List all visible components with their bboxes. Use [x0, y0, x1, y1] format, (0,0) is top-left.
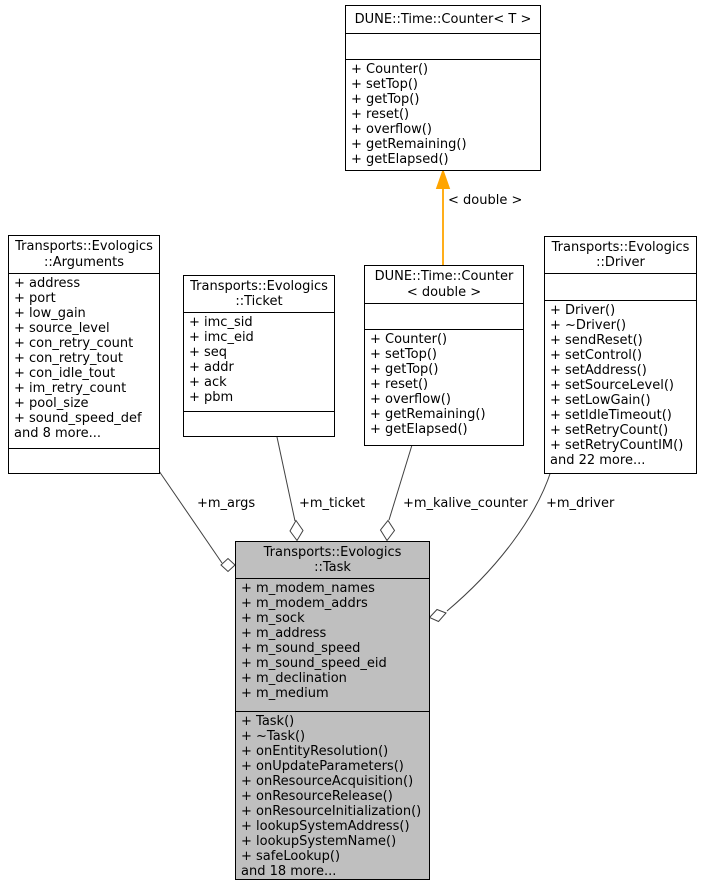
member-line: + setIdleTimeout() — [550, 408, 672, 423]
member-line: + con_retry_count — [14, 336, 134, 351]
member-line: + setAddress() — [550, 363, 647, 378]
member-line: + m_modem_addrs — [241, 596, 368, 611]
member-line: + getElapsed() — [351, 152, 449, 167]
member-line: + seq — [189, 345, 228, 360]
member-line: + Counter() — [351, 62, 429, 77]
member-line: and 22 more... — [550, 453, 646, 468]
member-line: + setRetryCount() — [550, 423, 669, 438]
member-line: + setLowGain() — [550, 393, 651, 408]
member-line: + lookupSystemAddress() — [241, 819, 410, 834]
class-box-counter-t[interactable]: DUNE::Time::Counter< T > + Counter()+ se… — [345, 5, 541, 171]
member-line: + getTop() — [370, 362, 439, 377]
template-arrowhead-icon — [435, 168, 451, 189]
member-line: + onResourceInitialization() — [241, 804, 422, 819]
member-line: + setControl() — [550, 348, 643, 363]
member-line: + reset() — [351, 107, 410, 122]
class-title-arguments: Transports::Evologics ::Arguments — [9, 236, 159, 274]
member-line: + m_medium — [241, 686, 329, 701]
member-line: + m_declination — [241, 671, 347, 686]
class-title-counter-t: DUNE::Time::Counter< T > — [346, 6, 540, 34]
aggregation-diamond-m-kalive-counter-icon — [379, 519, 396, 542]
member-line: + low_gain — [14, 306, 86, 321]
member-line: + sendReset() — [550, 333, 643, 348]
class-methods-arguments — [9, 448, 159, 473]
edge-m-driver — [446, 470, 552, 612]
class-methods-ticket — [184, 411, 334, 436]
member-line: + getElapsed() — [370, 422, 468, 437]
class-attributes-ticket: + imc_sid+ imc_eid+ seq+ addr+ ack+ pbm — [184, 313, 334, 411]
member-line: + overflow() — [370, 392, 451, 407]
class-methods-task: + Task()+ ~Task()+ onEntityResolution()+… — [236, 711, 429, 879]
edge-label-template-args: < double > — [448, 193, 523, 208]
aggregation-diamond-m-driver-icon — [428, 608, 447, 623]
class-title-counter-double: DUNE::Time::Counter < double > — [365, 266, 523, 304]
member-line: + safeLookup() — [241, 849, 341, 864]
member-line: + sound_speed_def — [14, 411, 142, 426]
member-line: + overflow() — [351, 122, 432, 137]
member-line: + pbm — [189, 390, 234, 405]
member-line: + Task() — [241, 714, 295, 729]
class-attributes-driver — [545, 274, 696, 300]
member-line: + ack — [189, 375, 227, 390]
member-line: + setTop() — [370, 347, 437, 362]
member-line: + imc_sid — [189, 315, 253, 330]
member-line: + setRetryCountIM() — [550, 438, 684, 453]
class-title-task: Transports::Evologics ::Task — [236, 542, 429, 579]
member-line: + m_sock — [241, 611, 305, 626]
class-methods-counter-t: + Counter()+ setTop()+ getTop()+ reset()… — [346, 59, 540, 170]
member-line: and 8 more... — [14, 426, 102, 441]
member-line: + imc_eid — [189, 330, 254, 345]
aggregation-diamond-m-args-icon — [220, 557, 236, 573]
class-box-counter-double[interactable]: DUNE::Time::Counter < double > + Counter… — [364, 265, 524, 446]
class-attributes-counter-t — [346, 34, 540, 59]
edge-label-m-args: +m_args — [197, 496, 256, 511]
member-line: + m_sound_speed_eid — [241, 656, 387, 671]
aggregation-diamond-m-ticket-icon — [289, 519, 304, 542]
member-line: + m_sound_speed — [241, 641, 361, 656]
class-attributes-counter-double — [365, 304, 523, 329]
member-line: + onEntityResolution() — [241, 744, 389, 759]
class-box-task[interactable]: Transports::Evologics ::Task + m_modem_n… — [235, 541, 430, 880]
member-line: + source_level — [14, 321, 110, 336]
member-line: + con_idle_tout — [14, 366, 116, 381]
class-box-ticket[interactable]: Transports::Evologics ::Ticket + imc_sid… — [183, 275, 335, 437]
member-line: + m_modem_names — [241, 581, 375, 596]
member-line: + getRemaining() — [370, 407, 486, 422]
member-line: + addr — [189, 360, 234, 375]
edge-label-m-kalive-counter: +m_kalive_counter — [403, 496, 528, 511]
member-line: + Driver() — [550, 303, 616, 318]
class-methods-counter-double: + Counter()+ setTop()+ getTop()+ reset()… — [365, 329, 523, 445]
edge-label-m-ticket: +m_ticket — [299, 496, 366, 511]
member-line: + onUpdateParameters() — [241, 759, 404, 774]
class-attributes-arguments: + address+ port+ low_gain+ source_level+… — [9, 274, 159, 448]
member-line: + pool_size — [14, 396, 89, 411]
member-line: + setSourceLevel() — [550, 378, 675, 393]
member-line: + getRemaining() — [351, 137, 467, 152]
member-line: + Counter() — [370, 332, 448, 347]
member-line: + getTop() — [351, 92, 420, 107]
member-line: + onResourceAcquisition() — [241, 774, 414, 789]
member-line: + address — [14, 276, 81, 291]
class-title-ticket: Transports::Evologics ::Ticket — [184, 276, 334, 313]
member-line: + ~Task() — [241, 729, 306, 744]
member-line: + lookupSystemName() — [241, 834, 397, 849]
member-line: + port — [14, 291, 56, 306]
member-line: and 18 more... — [241, 864, 337, 879]
class-methods-driver: + Driver()+ ~Driver()+ sendReset()+ setC… — [545, 300, 696, 473]
member-line: + m_address — [241, 626, 327, 641]
member-line: + reset() — [370, 377, 429, 392]
class-title-driver: Transports::Evologics ::Driver — [545, 237, 696, 274]
member-line: + setTop() — [351, 77, 418, 92]
edge-m-args — [158, 470, 223, 564]
member-line: + im_retry_count — [14, 381, 127, 396]
class-attributes-task: + m_modem_names+ m_modem_addrs+ m_sock+ … — [236, 579, 429, 711]
class-box-arguments[interactable]: Transports::Evologics ::Arguments + addr… — [8, 235, 160, 474]
member-line: + con_retry_tout — [14, 351, 123, 366]
edge-label-m-driver: +m_driver — [546, 496, 615, 511]
member-line: + ~Driver() — [550, 318, 627, 333]
edge-m-ticket — [276, 436, 296, 522]
class-box-driver[interactable]: Transports::Evologics ::Driver + Driver(… — [544, 236, 697, 474]
member-line: + onResourceRelease() — [241, 789, 393, 804]
